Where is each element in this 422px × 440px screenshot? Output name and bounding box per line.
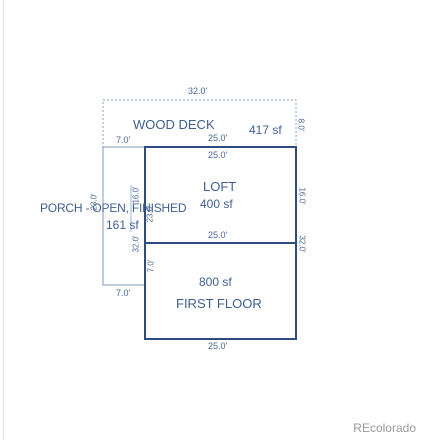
deck-inner-width-label: 25.0' — [208, 133, 228, 143]
deck-width-label: 32.0' — [188, 86, 208, 96]
loft-outline — [144, 146, 297, 244]
deck-area-label: 417 sf — [249, 123, 282, 137]
floor-area-label: 800 sf — [199, 275, 232, 289]
loft-height-right-label: 16.0' — [297, 187, 307, 205]
deck-left-width-label: 7.0' — [116, 135, 131, 145]
mid-width-label: 25.0' — [208, 230, 228, 240]
first-floor-outline — [144, 242, 297, 340]
loft-name-label: LOFT — [203, 179, 237, 194]
deck-depth-label: 8.0' — [296, 118, 306, 132]
loft-top-width-label: 25.0' — [208, 150, 228, 160]
porch-offset-label: 7.0' — [146, 259, 156, 273]
porch-bottom-width-label: 7.0' — [116, 288, 131, 298]
deck-name-label: WOOD DECK — [133, 117, 215, 132]
porch-name-label: PORCH - OPEN, FINISHED — [40, 201, 187, 215]
watermark: REcolorado — [353, 421, 416, 435]
loft-area-label: 400 sf — [200, 197, 233, 211]
frame-edge — [3, 0, 4, 440]
floor-name-label: FIRST FLOOR — [176, 296, 262, 311]
porch-area-label: 161 sf — [106, 218, 139, 232]
porch-outline — [102, 146, 145, 286]
floor-height-left-label: 32.0' — [131, 235, 141, 253]
floor-height-right-label: 32.0' — [297, 235, 307, 253]
floor-bottom-width-label: 25.0' — [208, 341, 228, 351]
